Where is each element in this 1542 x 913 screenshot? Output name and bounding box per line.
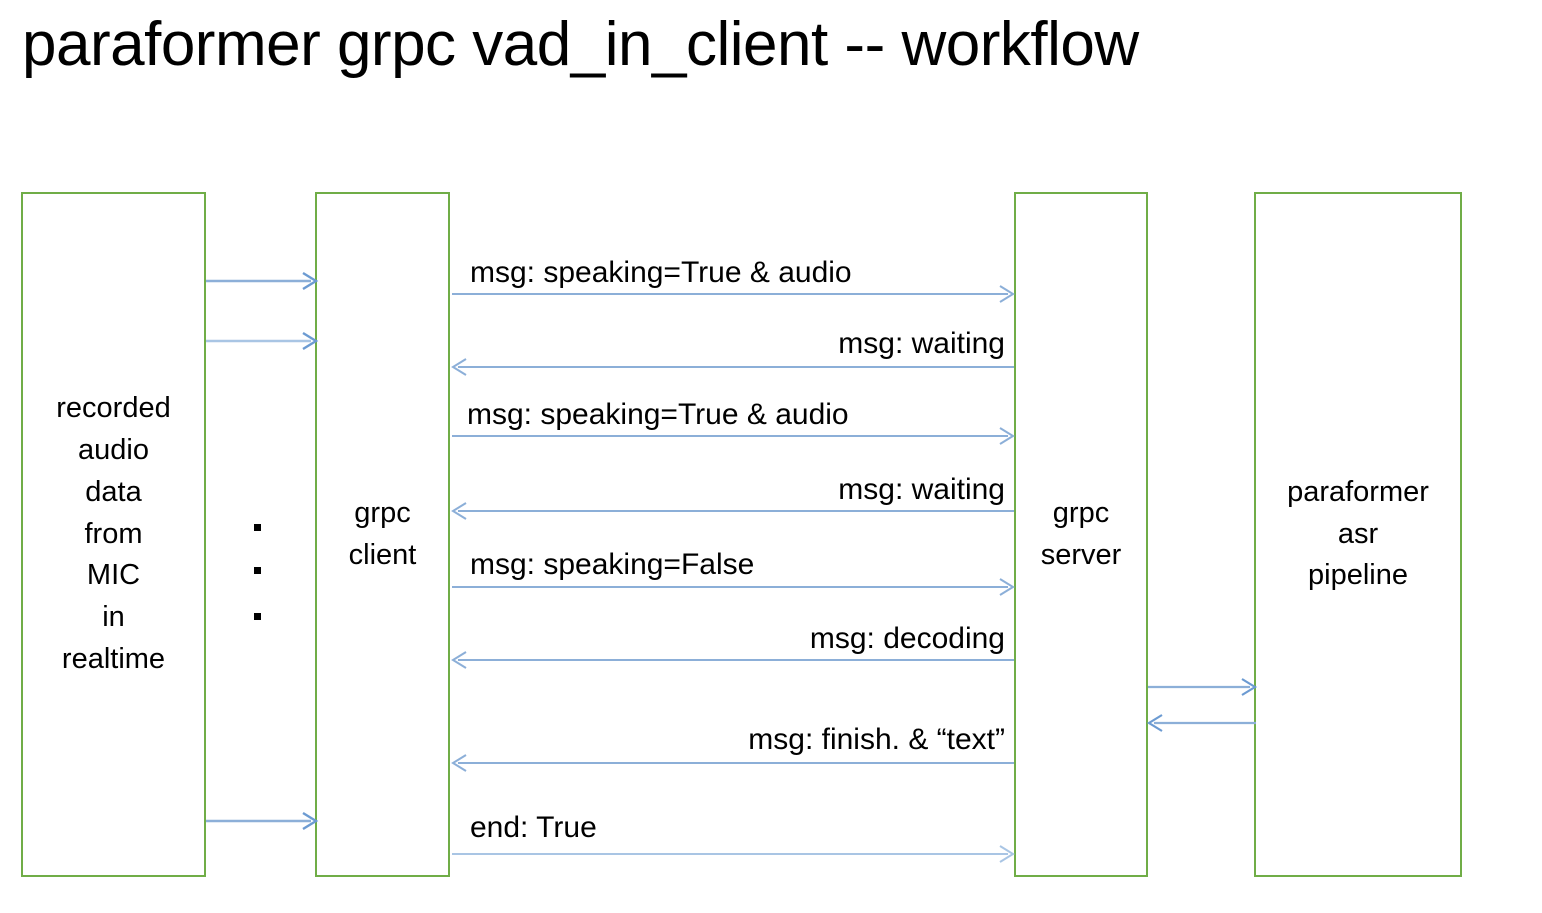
message-arrow-m8 xyxy=(452,843,1015,865)
pipeline-arrow-request xyxy=(1148,676,1258,698)
participant-label-audio-source: recorded audio data from MIC in realtime xyxy=(56,392,171,675)
message-arrow-m6 xyxy=(450,649,1014,671)
message-label-m4: msg: waiting xyxy=(838,473,1005,506)
pipeline-arrow-response xyxy=(1146,712,1256,734)
participant-label-grpc-client: grpc client xyxy=(348,496,417,571)
message-arrow-m2 xyxy=(450,356,1014,378)
page-title: paraformer grpc vad_in_client -- workflo… xyxy=(22,10,1139,79)
message-arrow-m1 xyxy=(452,283,1015,305)
message-arrow-m4 xyxy=(450,500,1014,522)
message-label-m8: end: True xyxy=(470,811,597,844)
message-arrow-m7 xyxy=(450,752,1014,774)
participant-label-asr-pipeline: paraformer asr pipeline xyxy=(1287,475,1429,592)
message-label-m6: msg: decoding xyxy=(809,622,1005,655)
continuation-ellipsis-icon xyxy=(254,518,266,628)
ellipsis-dot xyxy=(254,567,261,574)
participant-box-audio-source: recorded audio data from MIC in realtime xyxy=(21,192,206,877)
feed-arrow-3 xyxy=(206,810,319,832)
message-label-m2: msg: waiting xyxy=(838,327,1005,360)
participant-box-grpc-server: grpc server xyxy=(1014,192,1148,877)
ellipsis-dot xyxy=(254,524,261,531)
message-label-m3: msg: speaking=True & audio xyxy=(467,398,849,431)
participant-label-grpc-server: grpc server xyxy=(1040,496,1122,571)
ellipsis-dot xyxy=(254,613,261,620)
message-label-m7: msg: finish. & “text” xyxy=(748,723,1005,756)
message-label-m1: msg: speaking=True & audio xyxy=(470,256,852,289)
message-label-m5: msg: speaking=False xyxy=(470,548,755,581)
participant-box-asr-pipeline: paraformer asr pipeline xyxy=(1254,192,1462,877)
participant-box-grpc-client: grpc client xyxy=(315,192,450,877)
message-arrow-m5 xyxy=(452,576,1015,598)
feed-arrow-2 xyxy=(206,330,319,352)
feed-arrow-1 xyxy=(206,270,319,292)
message-arrow-m3 xyxy=(452,425,1015,447)
